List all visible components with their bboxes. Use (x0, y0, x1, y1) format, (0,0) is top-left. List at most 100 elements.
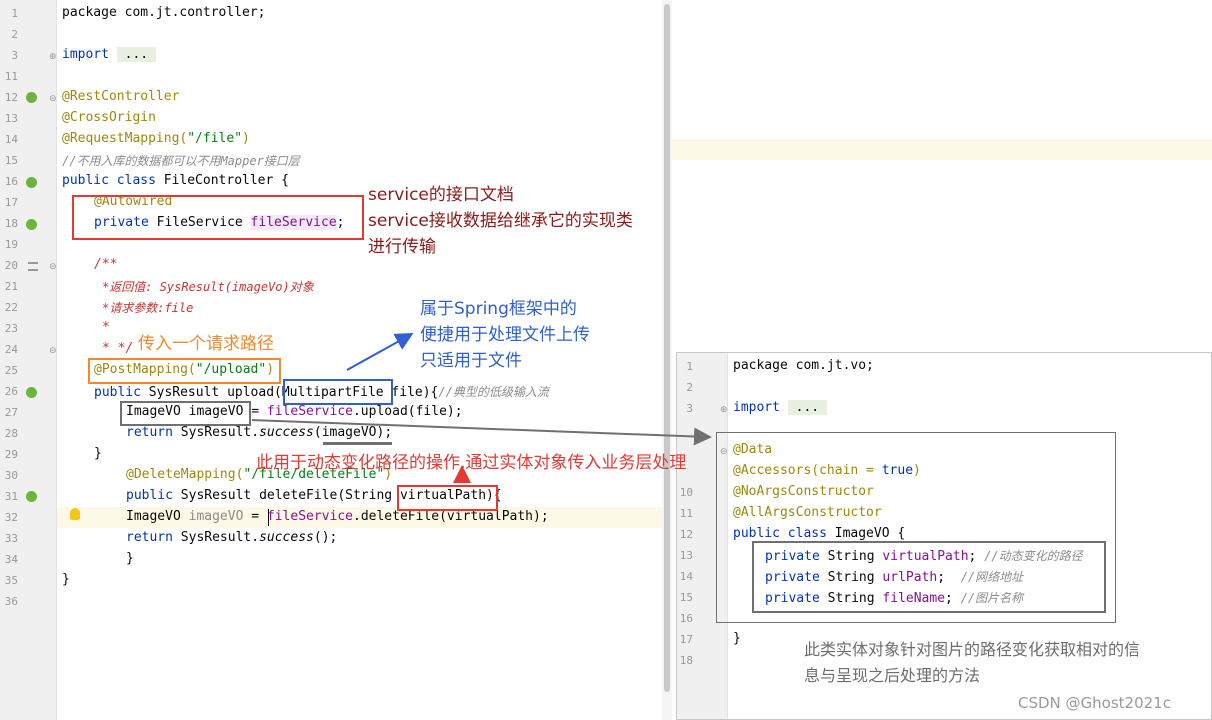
code-token: fileName (882, 591, 946, 606)
image-vo-box (120, 401, 251, 426)
code-line: * (102, 320, 110, 335)
code-token: ImageVO imageVO = (126, 404, 267, 419)
code-token: return (126, 425, 181, 440)
code-line: return SysResult.success(imageVO); (126, 425, 392, 440)
line-number: 13 (679, 549, 693, 562)
line-number: 28 (4, 427, 18, 440)
folded-imports[interactable]: ... (787, 400, 827, 415)
line-number: 10 (679, 486, 693, 499)
spring-bean-icon[interactable] (26, 177, 37, 188)
code-token: private (765, 591, 828, 606)
code-line: @Autowired (94, 194, 173, 209)
line-number: 15 (679, 591, 693, 604)
code-line: public SysResult deleteFile(String virtu… (126, 488, 502, 503)
code-line: ImageVO imageVO = fileService.deleteFile… (126, 509, 549, 524)
code-token: ; (945, 591, 961, 606)
virtual-path-box (397, 485, 498, 511)
code-line: private FileService fileService; (94, 215, 344, 230)
code-token: .deleteFile(virtualPath); (353, 509, 549, 524)
code-line: *请求参数:file (102, 301, 194, 315)
code-token: fileService (250, 215, 337, 230)
code-line: //不用入库的数据都可以不用Mapper接口层 (62, 154, 300, 168)
code-token: @DeleteMapping( (126, 467, 244, 482)
entity-note-line-1: 此类实体对象针对图片的路径变化获取相对的信 (804, 640, 1141, 659)
line-number: 34 (4, 553, 18, 566)
code-token: @RequestMapping( (62, 131, 188, 146)
lightbulb-icon[interactable] (70, 508, 80, 520)
fold-icon[interactable]: ⊖ (720, 447, 728, 457)
line-number: 18 (4, 217, 18, 230)
spring-bean-icon[interactable] (26, 92, 37, 103)
request-mapping-icon[interactable] (26, 491, 37, 502)
code-token: ImageVO { (834, 526, 906, 541)
line-number: 1 (11, 7, 18, 20)
code-line: ImageVO imageVO = fileService.upload(fil… (126, 404, 463, 419)
code-line: } (62, 572, 70, 587)
code-token: = (243, 509, 267, 524)
code-line: /** (94, 257, 118, 272)
code-line: @CrossOrigin (62, 110, 156, 125)
vertical-scrollbar[interactable] (662, 0, 672, 720)
code-token: SysResult deleteFile(String virtualPath)… (180, 488, 502, 503)
line-number: 31 (4, 490, 18, 503)
line-number: 12 (679, 528, 693, 541)
code-line: package com.jt.controller; (62, 5, 266, 20)
line-number: 17 (679, 633, 693, 646)
line-number: 24 (4, 343, 18, 356)
line-number: 14 (4, 133, 18, 146)
service-note-line-1: service的接口文档 (368, 185, 514, 205)
fold-icon[interactable]: ⊕ (720, 405, 728, 415)
code-line: @RequestMapping("/file") (62, 131, 250, 146)
fold-icon[interactable]: ⊖ (49, 346, 57, 356)
line-number: 3 (686, 402, 693, 415)
code-token: virtualPath (882, 549, 969, 564)
code-line: private String urlPath; //网络地址 (765, 568, 1023, 585)
code-line: @AllArgsConstructor (733, 505, 882, 520)
code-token: public class (733, 526, 835, 541)
code-line[interactable]: import ... (733, 400, 827, 415)
spring-note-line-3: 只适用于文件 (420, 351, 522, 371)
code-token: @Accessors(chain = (733, 463, 882, 478)
code-line: *返回值: SysResult(imageVo)对象 (102, 280, 314, 294)
code-token: ; (968, 549, 985, 564)
structure-icon[interactable] (28, 262, 38, 271)
line-number: 27 (4, 406, 18, 419)
code-token: "/upload" (195, 362, 267, 377)
code-line: @PostMapping("/upload") (94, 362, 274, 377)
line-number: 13 (4, 112, 18, 125)
line-number: 3 (11, 49, 18, 62)
code-token: success (259, 425, 314, 440)
line-number: 16 (4, 175, 18, 188)
spring-bean-icon[interactable] (26, 219, 37, 230)
line-number: 15 (4, 154, 18, 167)
code-token: true (881, 463, 914, 478)
code-line: } (126, 551, 134, 566)
line-number: 29 (4, 448, 18, 461)
code-line[interactable]: import ... (62, 47, 156, 62)
code-token: SysResult upload(MultipartFile file){ (148, 385, 439, 400)
line-number: 2 (686, 381, 693, 394)
line-number: 20 (4, 259, 18, 272)
code-token: fileService (266, 404, 353, 419)
fold-icon[interactable]: ⊕ (49, 52, 57, 62)
code-line: @DeleteMapping("/file/deleteFile") (126, 467, 392, 482)
code-token: SysResult. (180, 425, 260, 440)
line-number: 30 (4, 469, 18, 482)
code-token: //动态变化的路径 (984, 549, 1083, 563)
code-line: public SysResult upload(MultipartFile fi… (94, 383, 549, 400)
code-token: "/file/deleteFile" (243, 467, 385, 482)
code-token: .upload(file); (352, 404, 463, 419)
request-mapping-icon[interactable] (26, 387, 37, 398)
code-line: } (94, 446, 102, 461)
fold-icon[interactable]: ⊖ (49, 262, 57, 272)
scrollbar-thumb[interactable] (664, 4, 670, 692)
code-line: private String fileName; //图片名称 (765, 589, 1023, 606)
csdn-watermark: CSDN @Ghost2021c (1018, 694, 1171, 712)
folded-imports[interactable]: ... (116, 47, 156, 62)
code-token: ) (266, 362, 275, 377)
code-token: ImageVO (126, 509, 189, 524)
fold-icon[interactable]: ⊖ (49, 94, 57, 104)
code-token: String (827, 549, 883, 564)
